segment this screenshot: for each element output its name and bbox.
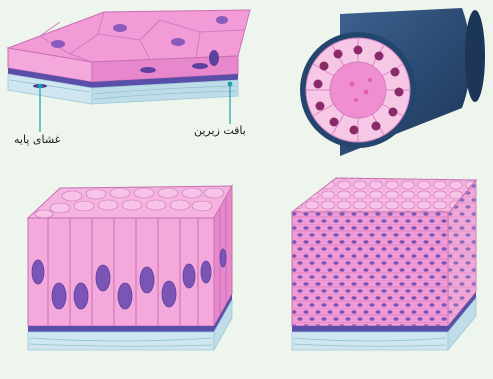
basement-membrane-label: غشای پایه [14,133,60,146]
underlying-tissue-label: بافت زیرین [194,124,246,137]
simple-squamous-epithelium [8,10,250,132]
simple-columnar-epithelium [28,186,232,350]
simple-cuboidal-tube [300,8,485,156]
stratified-squamous-epithelium [292,178,476,350]
